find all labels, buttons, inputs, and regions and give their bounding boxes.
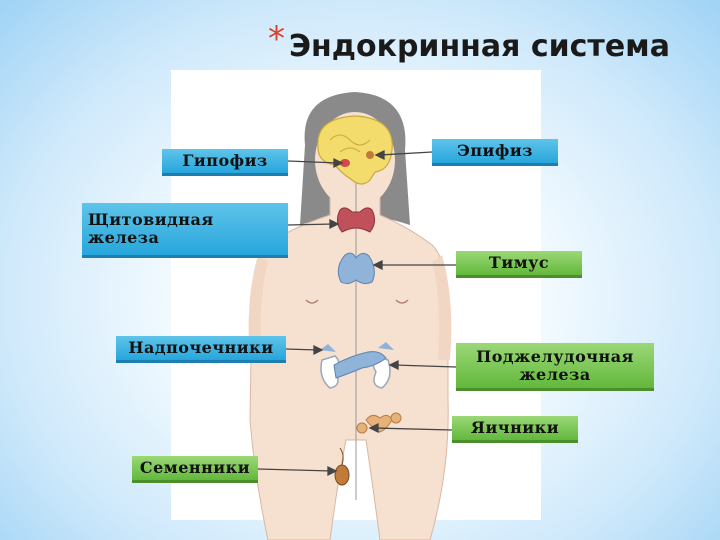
ovary-left [356,422,368,434]
pointer-pancreas [393,364,457,368]
left-kidney [320,355,340,389]
pointer-adrenals [285,348,319,351]
pointer-adrenals-head [313,344,324,356]
label-pancreas: Поджелудочная железа [456,343,654,391]
ovary-right [390,412,402,424]
right-nipple-mark [395,299,409,304]
thyroid-gland [336,207,376,233]
title-block: * Эндокринная система [268,22,670,72]
pointer-thyroid-head [329,218,340,230]
left-nipple-mark [305,299,319,304]
pointer-ovaries [373,427,453,431]
left-arm-shape [248,255,268,360]
asterisk-bullet-icon: * [268,19,285,59]
testes-shape [334,464,350,486]
pointer-testes [257,468,333,472]
hypophysis-gland [340,159,350,167]
label-testes: Семенники [132,456,258,483]
label-hypophysis: Гипофиз [162,149,288,176]
pointer-ovaries-head [368,422,379,434]
pointer-thyroid [287,223,335,226]
brain-folds [329,134,371,153]
thymus-gland [337,252,375,285]
label-thymus: Тимус [456,251,582,278]
page-title: Эндокринная система [289,29,670,64]
pointer-epiphysis-head [374,149,385,161]
label-epiphysis: Эпифиз [432,139,558,166]
pointer-hypophysis [287,160,339,164]
vas-deferens [339,447,344,466]
label-thyroid: Щитовидная железа [82,203,288,258]
label-ovaries: Яичники [452,416,578,443]
pointer-testes-head [327,465,338,477]
pointer-epiphysis [379,151,433,156]
epiphysis-gland [366,151,374,159]
pointer-lines [257,149,457,477]
label-adrenals: Надпочечники [116,336,286,363]
left-adrenal [320,344,336,352]
pointer-thymus-head [372,259,383,271]
pointer-pancreas-head [388,359,399,371]
right-adrenal [378,342,394,350]
pancreas-gland [333,351,387,379]
right-arm-shape [432,255,452,360]
pointer-hypophysis-head [333,157,344,169]
